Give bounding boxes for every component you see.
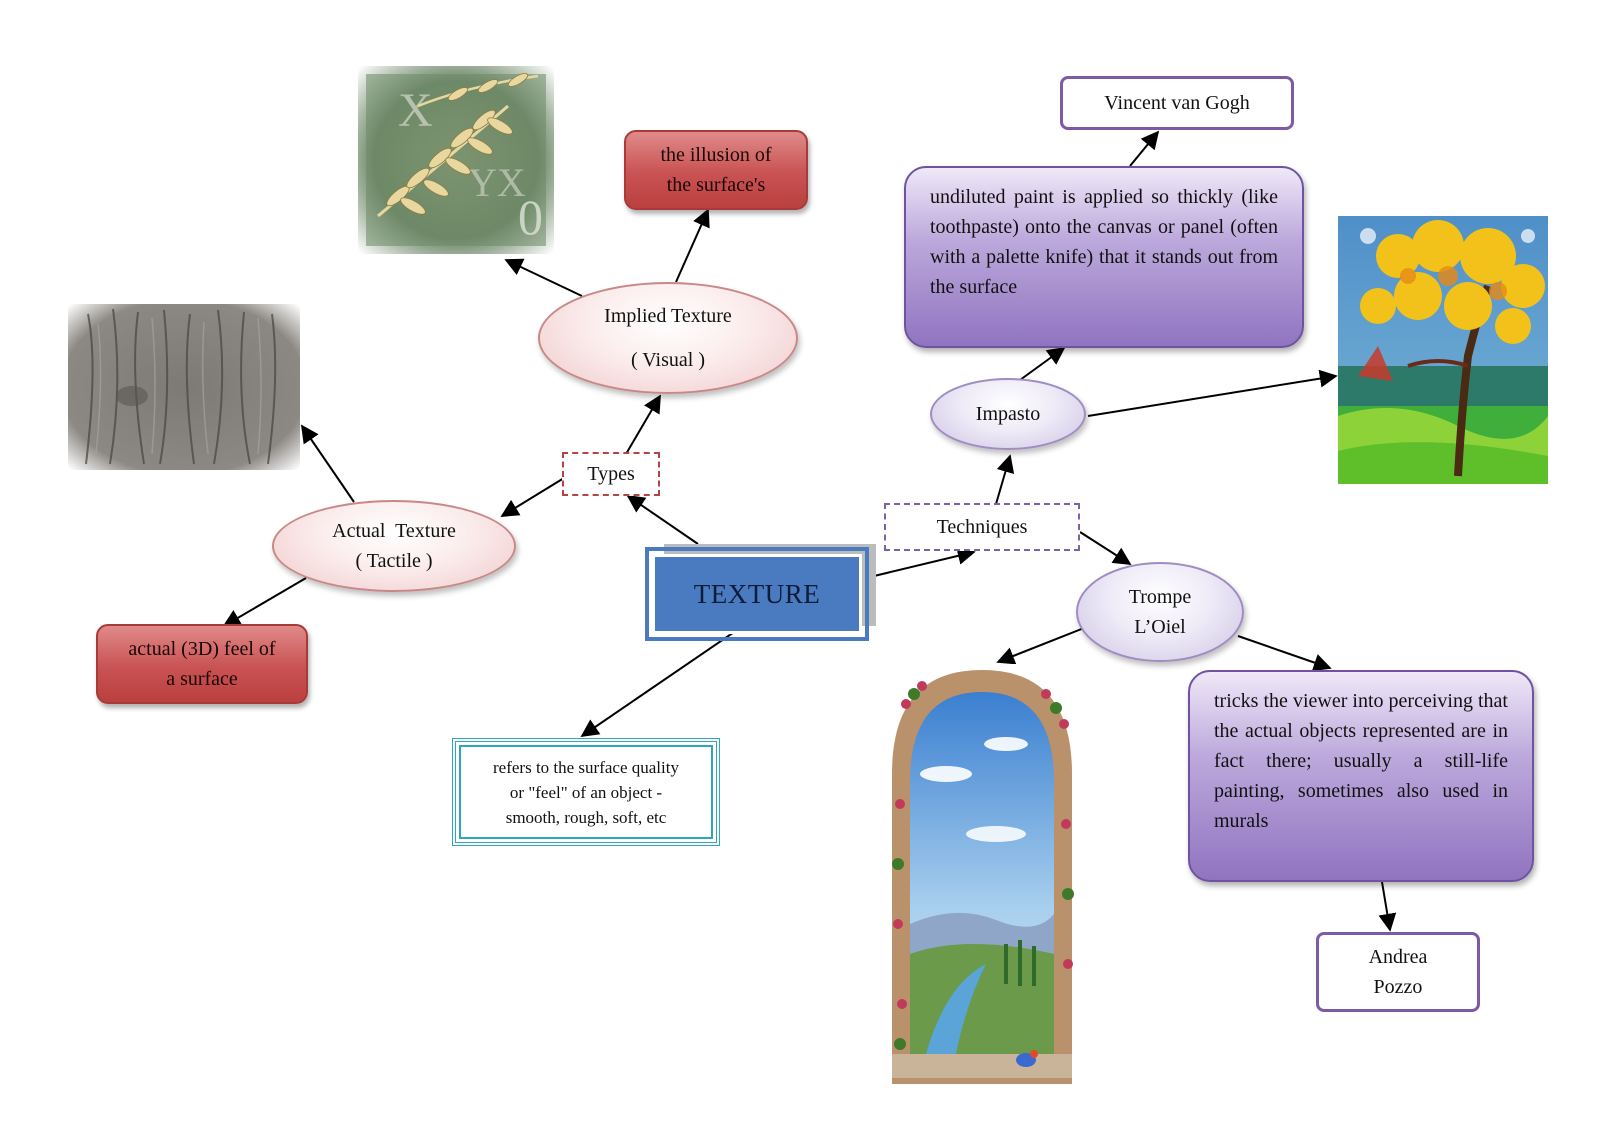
trompe-loeil-node[interactable]: Trompe L’Oiel (1076, 562, 1244, 662)
arrow-techniques-impasto (995, 454, 1015, 505)
techniques-label-node[interactable]: Techniques (884, 503, 1080, 551)
impasto-node[interactable]: Impasto (930, 378, 1086, 450)
arrow-actual-feel3d (222, 577, 307, 627)
van-gogh-label: Vincent van Gogh (1104, 92, 1250, 114)
pozzo-box[interactable]: Andrea Pozzo (1316, 932, 1480, 1012)
actual-texture-title: Actual Texture (332, 520, 456, 542)
types-label: Types (587, 462, 635, 485)
arrow-texture-types (626, 494, 699, 545)
pozzo-line-1: Andrea (1368, 946, 1428, 968)
tree-bark-image (68, 304, 300, 470)
arrow-techniques-trompe (1079, 531, 1132, 565)
arrow-texture-techniques (873, 547, 976, 577)
impasto-label: Impasto (975, 403, 1041, 425)
implied-texture-subtitle: ( Visual ) (631, 349, 705, 371)
svg-text:X: X (398, 84, 433, 137)
arrow-impasto-desc (1019, 346, 1066, 381)
arrow-desc-gogh (1129, 130, 1160, 167)
arrow-implied-image (504, 258, 583, 297)
feel-3d-box[interactable]: actual (3D) feel of a surface (96, 624, 308, 704)
arrow-types-implied (625, 394, 661, 455)
impasto-description-box[interactable]: undiluted paint is applied so thickly (l… (904, 166, 1304, 348)
leaf-pattern-texture-image: X YX 0 (358, 66, 554, 254)
texture-label: TEXTURE (693, 578, 821, 609)
arrow-texture-definition (580, 627, 741, 738)
feel-3d-line-1: actual (3D) feel of (128, 638, 276, 660)
trompe-line-1: Trompe (1128, 586, 1192, 608)
svg-text:0: 0 (518, 189, 543, 245)
arrow-types-actual (500, 477, 565, 517)
arrow-trompe-desc (1237, 635, 1332, 672)
illusion-line-1: the illusion of (660, 144, 772, 166)
trompe-description: tricks the viewer into perceiving that t… (1214, 690, 1508, 832)
definition-box[interactable]: refers to the surface quality or "feel" … (452, 738, 720, 846)
techniques-label: Techniques (936, 515, 1028, 538)
texture-center-node[interactable]: TEXTURE (645, 547, 869, 641)
actual-texture-subtitle: ( Tactile ) (355, 550, 433, 572)
definition-line-3: smooth, rough, soft, etc (505, 807, 667, 827)
illusion-line-2: the surface's (666, 174, 766, 196)
impasto-tree-painting-image (1338, 216, 1548, 484)
feel-3d-line-2: a surface (166, 668, 238, 690)
illusion-box[interactable]: the illusion of the surface's (624, 130, 808, 210)
arrow-desc-pozzo (1378, 881, 1397, 932)
van-gogh-box[interactable]: Vincent van Gogh (1060, 76, 1294, 130)
pozzo-line-2: Pozzo (1373, 976, 1423, 998)
svg-text:YX: YX (468, 160, 526, 205)
arrow-trompe-image (996, 627, 1085, 665)
arrow-implied-illusion (675, 208, 710, 283)
actual-texture-node[interactable]: Actual Texture ( Tactile ) (272, 500, 516, 592)
impasto-description: undiluted paint is applied so thickly (l… (930, 186, 1278, 298)
arrow-impasto-image (1087, 369, 1338, 417)
implied-texture-title: Implied Texture (604, 305, 732, 327)
types-label-node[interactable]: Types (562, 452, 660, 496)
trompe-loeil-window-mural-image (886, 664, 1078, 1084)
definition-line-2: or "feel" of an object - (509, 782, 663, 802)
definition-line-1: refers to the surface quality (493, 757, 679, 777)
arrow-actual-image (300, 424, 355, 503)
trompe-line-2: L’Oiel (1134, 616, 1186, 638)
trompe-description-box[interactable]: tricks the viewer into perceiving that t… (1188, 670, 1534, 882)
implied-texture-node[interactable]: Implied Texture ( Visual ) (538, 282, 798, 394)
